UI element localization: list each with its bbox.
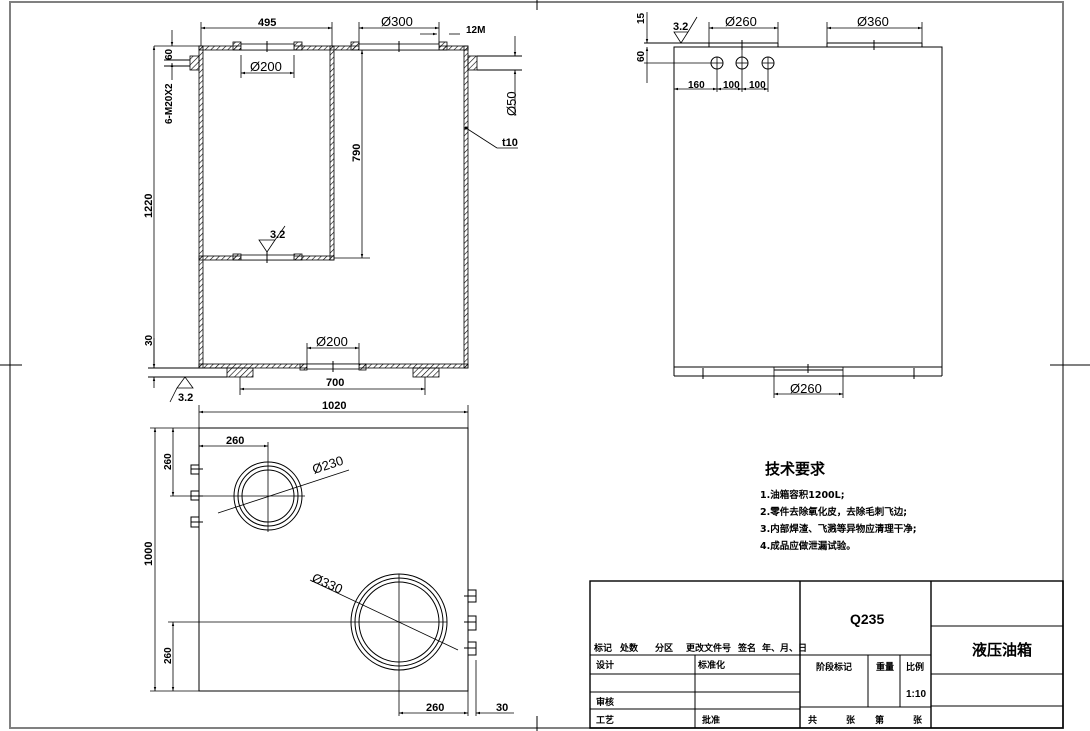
dim-bottom-offset: 30	[144, 334, 155, 346]
side-view: 160 100 100 15 60 3.2 Ø260 Ø360 Ø260	[636, 12, 943, 398]
tech-item-2: 2.零件去除氧化皮，去除毛刺飞边;	[760, 506, 907, 518]
tech-requirements: 技术要求 1.油箱容积1200L; 2.零件去除氧化皮，去除毛刺飞边; 3.内部…	[760, 460, 917, 552]
tb-hdr-count: 处数	[619, 642, 639, 654]
dim-foot-span: 700	[326, 377, 344, 389]
tb-review: 审核	[596, 696, 614, 708]
tb-total: 共	[808, 714, 817, 726]
dim-hole-pitch-2: 100	[749, 80, 766, 91]
dim-side-offset-b: 60	[636, 50, 647, 62]
dim-hole1-y: 260	[163, 453, 174, 470]
dim-hole2-x: 260	[426, 702, 444, 714]
dim-top-port: Ø300	[381, 14, 413, 29]
tb-stage-mark: 阶段标记	[816, 661, 852, 673]
dim-wall-thickness: t10	[502, 137, 518, 149]
dim-hole1-x: 260	[226, 435, 244, 447]
dim-bottom-port: Ø200	[316, 334, 348, 349]
tech-item-1: 1.油箱容积1200L;	[760, 489, 845, 501]
tb-design: 设计	[596, 659, 614, 671]
dim-side-offset-a: 15	[636, 12, 647, 24]
tb-hdr-date: 年、月、日	[762, 642, 807, 654]
roughness-inner: 3.2	[270, 229, 285, 241]
roughness-bottom: 3.2	[178, 392, 193, 404]
tb-weight: 重量	[876, 661, 894, 673]
dim-depth: 1000	[143, 542, 155, 566]
tb-hdr-mark: 标记	[593, 642, 612, 654]
dim-top-width: 495	[258, 17, 276, 29]
dim-side-port: Ø50	[504, 91, 519, 116]
front-section-view: 495 Ø300 12M Ø200 60 6-M20X2 1220 790 Ø5…	[143, 14, 522, 404]
dim-top-offset: 60	[164, 48, 175, 60]
tb-scale-label: 比例	[906, 661, 924, 673]
dim-bolt-spec: 6-M20X2	[164, 83, 175, 124]
title-block: 标记 处数 分区 更改文件号 签名 年、月、日 设计 标准化 审核 工艺 批准 …	[589, 580, 1064, 729]
tech-item-3: 3.内部焊渣、飞溅等异物应清理干净;	[760, 523, 917, 535]
tb-sheet-unit: 张	[913, 714, 923, 726]
tb-process: 工艺	[596, 714, 614, 726]
bolt-holes	[644, 47, 775, 92]
tb-approve: 批准	[702, 714, 720, 726]
tb-hdr-doc: 更改文件号	[686, 642, 731, 654]
tech-item-4: 4.成品应做泄漏试验。	[760, 540, 856, 552]
dim-partition-height: 790	[351, 144, 363, 162]
top-view: 1020 1000 260 260 Ø230	[143, 400, 514, 716]
hole-230	[170, 442, 350, 532]
dim-hole-pitch-1: 100	[723, 80, 740, 91]
tb-hdr-sign: 签名	[737, 642, 756, 654]
dim-height-total: 1220	[143, 194, 155, 218]
hole-330	[168, 573, 459, 716]
dim-overall-width: 1020	[322, 400, 346, 412]
dim-hole2-dia: Ø330	[310, 570, 345, 597]
dim-inner-port: Ø200	[250, 59, 282, 74]
tb-material: Q235	[850, 611, 884, 627]
tb-scale-value: 1:10	[906, 689, 926, 700]
tb-sheet-no: 第	[875, 714, 884, 726]
dim-port2: Ø360	[857, 14, 889, 29]
dim-side-bottom-port: Ø260	[790, 381, 822, 396]
tb-standardization: 标准化	[697, 659, 725, 671]
dim-port1: Ø260	[725, 14, 757, 29]
dim-hole2-y: 260	[163, 647, 174, 664]
dim-wall-gap: 12M	[466, 25, 485, 36]
tb-sheets: 张	[846, 714, 856, 726]
tech-title: 技术要求	[765, 460, 826, 478]
roughness-side: 3.2	[673, 21, 688, 33]
dim-flange: 30	[496, 702, 508, 714]
dim-hole-offset: 160	[688, 80, 705, 91]
tb-part-name: 液压油箱	[972, 641, 1032, 659]
tb-hdr-zone: 分区	[655, 642, 673, 654]
